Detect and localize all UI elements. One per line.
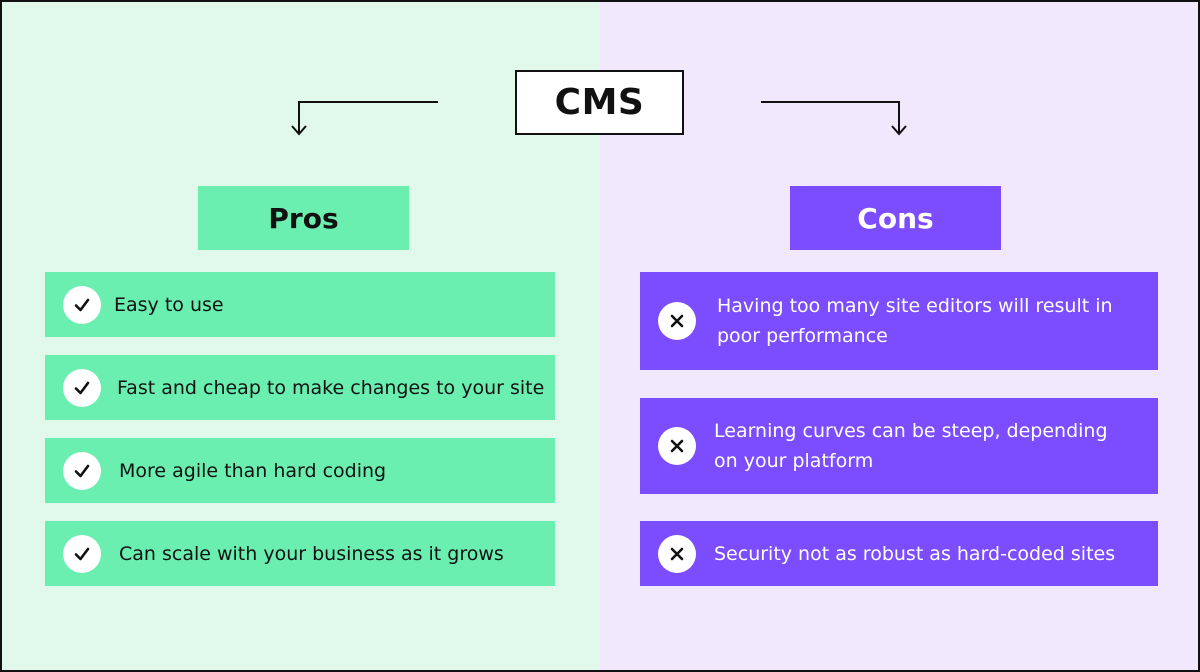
pros-item: Easy to use [45,272,555,337]
pros-item-text: Can scale with your business as it grows [119,542,504,565]
pros-item-text: More agile than hard coding [119,459,387,482]
right-arrow-head [891,125,907,136]
x-icon [658,427,696,465]
pros-heading: Pros [198,186,409,250]
check-icon [63,368,101,407]
x-icon [658,534,696,573]
cons-item: Learning curves can be steep, depending … [640,398,1158,494]
check-icon [63,534,101,573]
pros-item: Fast and cheap to make changes to your s… [45,355,555,420]
cons-item-text: Having too many site editors will result… [717,295,1113,347]
cons-item: Security not as robust as hard-coded sit… [640,521,1158,586]
check-icon [63,451,101,490]
left-arrow-head [291,125,307,136]
cons-item: Having too many site editors will result… [640,272,1158,370]
right-arrow [761,101,900,134]
left-arrow [298,101,438,134]
cons-item-text: Learning curves can be steep, depending … [714,420,1108,472]
pros-item-text: Fast and cheap to make changes to your s… [117,376,545,399]
cons-item-text: Security not as robust as hard-coded sit… [714,542,1116,565]
diagram-title: CMS [515,70,684,135]
check-icon [63,285,101,324]
pros-item-text: Easy to use [114,293,224,316]
pros-item: Can scale with your business as it grows [45,521,555,586]
pros-item: More agile than hard coding [45,438,555,503]
cons-heading: Cons [790,186,1001,250]
x-icon [658,302,696,340]
